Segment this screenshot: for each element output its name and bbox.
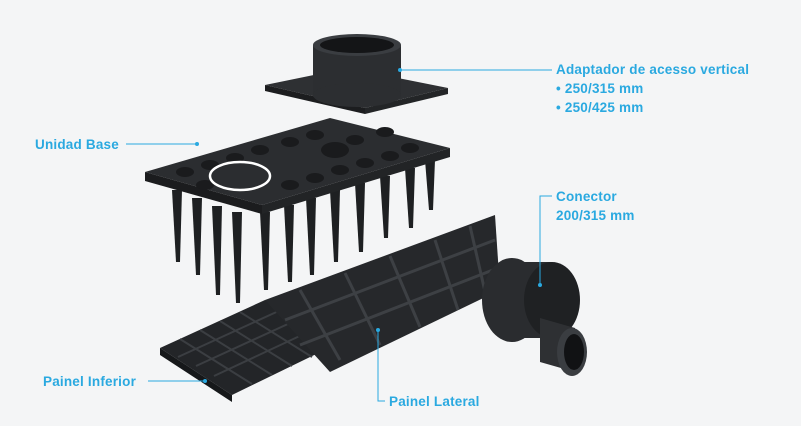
lateral-leader-line bbox=[377, 330, 385, 402]
painel-lateral-part bbox=[265, 215, 500, 372]
unidad-base-label: Unidad Base bbox=[35, 137, 119, 152]
adaptador-spec-1: • 250/315 mm bbox=[556, 81, 644, 96]
leader-lines bbox=[126, 69, 552, 402]
painel-lateral-label: Painel Lateral bbox=[389, 394, 480, 409]
unidad-base-legs bbox=[172, 160, 435, 303]
conector-label: Conector 200/315 mm bbox=[556, 187, 635, 225]
adaptador-spec-2: • 250/425 mm bbox=[556, 100, 644, 115]
conector-leader-line bbox=[539, 195, 552, 285]
adaptador-label: Adaptador de acesso vertical • 250/315 m… bbox=[556, 60, 749, 117]
adaptador-title: Adaptador de acesso vertical bbox=[556, 62, 750, 77]
painel-inferior-label: Painel Inferior bbox=[43, 374, 137, 389]
conector-spec: 200/315 mm bbox=[556, 208, 635, 223]
conector-title: Conector bbox=[556, 189, 617, 204]
conector-part bbox=[482, 258, 587, 376]
leader-dots bbox=[195, 68, 542, 383]
highlight-ring bbox=[208, 160, 272, 192]
unidad-base-part bbox=[145, 118, 450, 214]
adaptador-part bbox=[265, 34, 448, 114]
